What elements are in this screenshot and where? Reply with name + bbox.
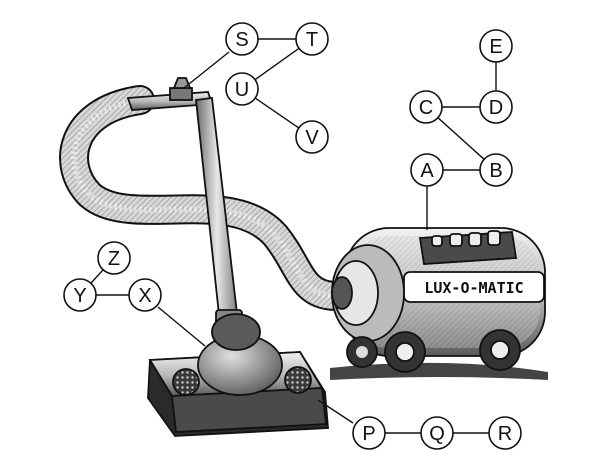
graph-nodes: S T U V E C D A B ZY X P Q R xyxy=(63,22,522,450)
node-d: D xyxy=(479,90,513,124)
brand-label: LUX-O-MATIC xyxy=(424,279,523,297)
node-circle xyxy=(295,22,329,56)
node-circle xyxy=(352,416,386,450)
node-label: B xyxy=(489,160,502,182)
leader-lines xyxy=(157,51,428,424)
node-x: X xyxy=(128,278,162,312)
node-c: C xyxy=(409,90,443,124)
node-label: D xyxy=(489,97,503,119)
node-label: T xyxy=(306,29,318,51)
node-u: U xyxy=(225,72,259,106)
node-label: C xyxy=(419,97,433,119)
node-y: Y xyxy=(63,278,97,312)
graph-edges xyxy=(90,38,497,434)
leader-s-handle xyxy=(183,51,230,89)
node-z: Z xyxy=(97,241,131,275)
node-circle xyxy=(97,241,131,275)
grille-left xyxy=(172,368,200,396)
inlet-inner xyxy=(331,276,353,310)
node-v: V xyxy=(295,120,329,154)
hose xyxy=(59,85,350,311)
node-label: E xyxy=(489,36,502,58)
node-b: B xyxy=(479,153,513,187)
node-label: U xyxy=(235,79,249,101)
grille-right xyxy=(284,366,312,394)
node-r: R xyxy=(488,416,522,450)
leader-x-nozzle xyxy=(157,306,206,347)
node-q: Q xyxy=(420,416,454,450)
node-circle xyxy=(479,153,513,187)
node-circle xyxy=(295,120,329,154)
canister: LUX-O-MATIC xyxy=(331,227,546,357)
node-label: X xyxy=(138,285,151,307)
node-label: S xyxy=(235,29,248,51)
node-circle xyxy=(488,416,522,450)
node-circle xyxy=(479,29,513,63)
node-p: P xyxy=(352,416,386,450)
node-circle xyxy=(479,90,513,124)
edge-t-u xyxy=(254,47,300,81)
leader-p-head xyxy=(317,399,354,424)
node-circle xyxy=(225,72,259,106)
node-label: R xyxy=(498,423,512,445)
node-label: Z xyxy=(108,248,120,270)
node-circle xyxy=(225,22,259,56)
node-circle xyxy=(420,416,454,450)
nozzle-neck xyxy=(211,313,261,351)
node-label: P xyxy=(362,423,375,445)
node-e: E xyxy=(479,29,513,63)
node-circle xyxy=(63,278,97,312)
control-knobs xyxy=(431,230,501,247)
wheels xyxy=(346,329,521,373)
node-label: A xyxy=(420,160,434,182)
node-label: Q xyxy=(429,423,445,445)
node-label: V xyxy=(305,127,319,149)
node-label: Y xyxy=(73,285,86,307)
node-s: S xyxy=(225,22,259,56)
node-circle xyxy=(409,90,443,124)
node-circle xyxy=(410,153,444,187)
node-a: A xyxy=(410,153,444,187)
node-t: T xyxy=(295,22,329,56)
edge-u-v xyxy=(254,97,300,129)
edge-c-b xyxy=(437,117,485,160)
vacuum-cleaner: LUX-O-MATIC xyxy=(59,77,548,437)
handle-grip xyxy=(169,77,193,101)
node-circle xyxy=(128,278,162,312)
edge-z-y xyxy=(90,269,104,284)
